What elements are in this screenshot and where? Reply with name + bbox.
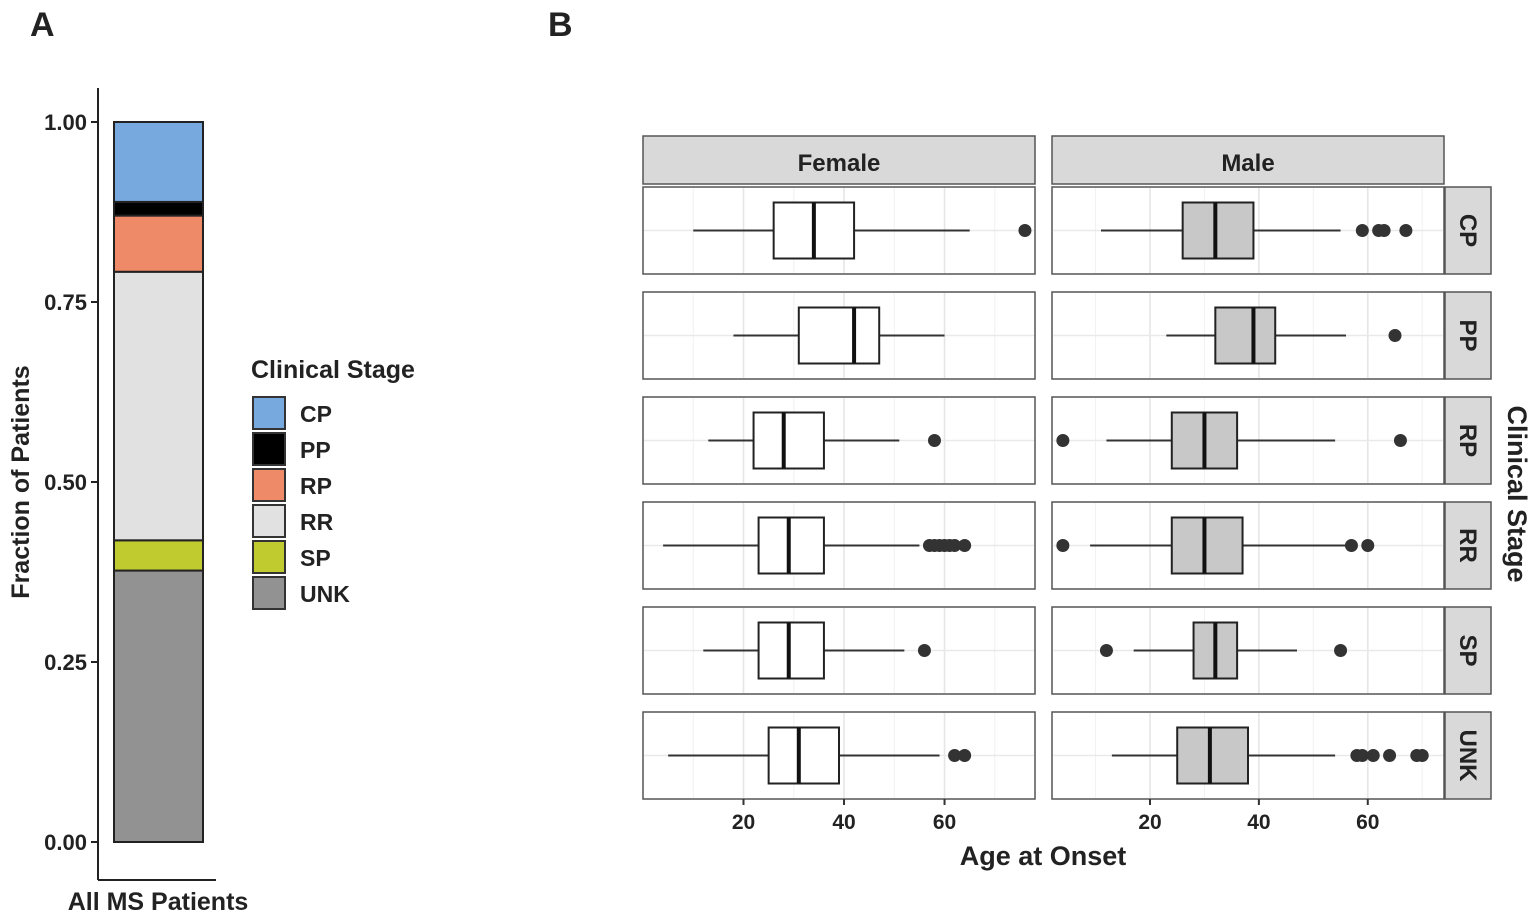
- y-tick-label: 0.25: [44, 650, 87, 675]
- y-tick-label: 0.00: [44, 830, 87, 855]
- row-strip-label: PP: [1454, 319, 1481, 351]
- facet-panel-male-unk: [1051, 711, 1445, 800]
- legend-key-unk: [252, 576, 286, 610]
- facet-panel-male-pp: [1051, 291, 1445, 380]
- x-tick-label: 40: [1247, 811, 1270, 834]
- outlier-point: [1018, 224, 1032, 237]
- row-strip-rr: [1444, 501, 1492, 590]
- box-iqr: [1170, 516, 1244, 575]
- outlier-point: [1355, 749, 1369, 762]
- x-category-label: All MS Patients: [68, 888, 249, 916]
- legend-title: Clinical Stage: [251, 356, 415, 384]
- facet-panel-male-cp: [1051, 186, 1445, 275]
- facet-row-title: Clinical Stage: [1502, 405, 1532, 582]
- outlier-point: [1388, 329, 1402, 342]
- bar-segment-sp: [113, 539, 204, 572]
- box-iqr: [767, 726, 841, 785]
- x-tick-label: 40: [832, 811, 855, 834]
- panel-a-label: A: [30, 6, 55, 44]
- outlier-point: [1355, 224, 1369, 237]
- row-strip-label: SP: [1454, 634, 1481, 666]
- bar-segment-unk: [113, 569, 204, 843]
- bar-segment-rp: [113, 214, 204, 273]
- legend-label-rr: RR: [300, 509, 334, 535]
- x-tick-label: 60: [933, 811, 956, 834]
- outlier-point: [1377, 224, 1391, 237]
- x-tick-label: 60: [1356, 811, 1379, 834]
- outlier-point: [1393, 434, 1407, 447]
- row-strip-cp: [1444, 186, 1492, 275]
- bar-segment-pp: [113, 200, 204, 217]
- legend-label-unk: UNK: [300, 581, 350, 607]
- legend-label-sp: SP: [300, 545, 331, 571]
- outlier-point: [1361, 539, 1375, 552]
- box-iqr: [1176, 726, 1249, 785]
- facet-panel-male-sp: [1051, 606, 1445, 695]
- row-strip-label: RP: [1454, 424, 1481, 457]
- outlier-point: [958, 749, 972, 762]
- outlier-point: [1415, 749, 1429, 762]
- outlier-point: [948, 749, 962, 762]
- x-tick-label: 20: [1138, 811, 1161, 834]
- box-iqr: [1181, 201, 1255, 260]
- row-strip-unk: [1444, 711, 1492, 800]
- box-iqr: [757, 516, 825, 575]
- box-iqr: [797, 306, 881, 365]
- outlier-point: [1334, 644, 1348, 657]
- facet-strip-label: Male: [1221, 150, 1274, 177]
- facet-panel-female-unk: [642, 711, 1036, 800]
- facet-panel-female-cp: [642, 186, 1036, 275]
- y-axis-title: Fraction of Patients: [7, 365, 35, 598]
- legend-label-pp: PP: [300, 437, 331, 463]
- facet-panel-female-pp: [642, 291, 1036, 380]
- legend-label-rp: RP: [300, 473, 332, 499]
- legend-key-cp: [252, 396, 286, 430]
- x-axis-title: Age at Onset: [960, 841, 1127, 871]
- box-iqr: [757, 621, 825, 680]
- facet-panel-female-rp: [642, 396, 1036, 485]
- panel-b-label: B: [548, 6, 573, 44]
- outlier-point: [1099, 644, 1113, 657]
- outlier-point: [948, 539, 962, 552]
- bar-segment-cp: [113, 121, 204, 203]
- row-strip-pp: [1444, 291, 1492, 380]
- outlier-point: [1399, 224, 1413, 237]
- x-tick-label: 20: [732, 811, 755, 834]
- outlier-point: [1344, 539, 1358, 552]
- facet-strip-label: Female: [798, 150, 881, 177]
- outlier-point: [1383, 749, 1397, 762]
- row-strip-label: RR: [1454, 528, 1481, 563]
- bar-segment-rr: [113, 270, 204, 542]
- row-strip-rp: [1444, 396, 1492, 485]
- row-strip-label: CP: [1454, 214, 1481, 247]
- outlier-point: [1056, 539, 1070, 552]
- facet-strip-male: [1051, 135, 1445, 185]
- outlier-point: [917, 644, 931, 657]
- box-iqr: [752, 411, 825, 470]
- outlier-point: [927, 434, 941, 447]
- facet-strip-female: [642, 135, 1036, 185]
- outlier-point: [958, 539, 972, 552]
- stacked-bar-chart: 0.00 0.25 0.50 0.75 1.00 All MS Patients Fra…: [7, 88, 415, 916]
- legend-key-pp: [252, 432, 286, 466]
- facet-panel-male-rp: [1051, 396, 1445, 485]
- facet-panel-male-rr: [1051, 501, 1445, 590]
- facet-panel-female-sp: [642, 606, 1036, 695]
- outlier-point: [1366, 749, 1380, 762]
- box-iqr: [1214, 306, 1277, 365]
- legend-key-sp: [252, 540, 286, 574]
- legend-key-rp: [252, 468, 286, 502]
- legend: CP PP RP RR SP UNK: [252, 396, 350, 610]
- row-strip-sp: [1444, 606, 1492, 695]
- y-tick-label: 1.00: [44, 110, 87, 135]
- y-tick-label: 0.75: [44, 290, 87, 315]
- outlier-point: [1056, 434, 1070, 447]
- row-strip-label: UNK: [1454, 730, 1481, 783]
- legend-label-cp: CP: [300, 401, 332, 427]
- y-tick-label: 0.50: [44, 470, 87, 495]
- legend-key-rr: [252, 504, 286, 538]
- facet-panel-female-rr: [642, 501, 1036, 590]
